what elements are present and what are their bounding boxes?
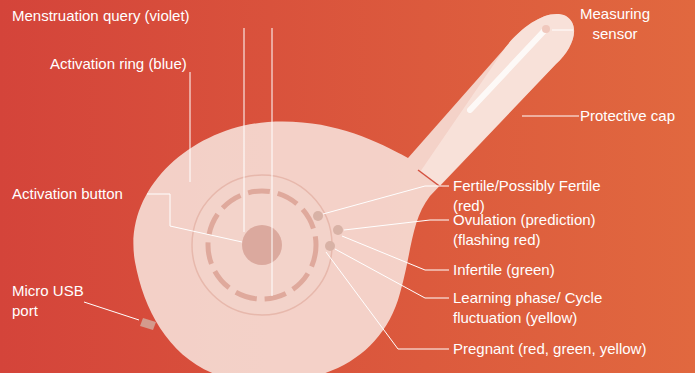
leader-line bbox=[190, 72, 191, 182]
callout-label-box: Activation button bbox=[12, 184, 152, 204]
callout-label-box: Protective cap bbox=[580, 106, 690, 126]
callout-label-box: Activation ring (blue) bbox=[50, 54, 250, 74]
cap-joint bbox=[418, 170, 442, 188]
callout-label-box: Micro USB port bbox=[12, 281, 97, 321]
callout-label-box: Ovulation (prediction) (flashing red) bbox=[453, 210, 633, 250]
leader-line bbox=[244, 28, 245, 232]
leader-line bbox=[342, 236, 449, 270]
callout-label: Learning phase/ Cycle fluctuation (yello… bbox=[453, 288, 618, 328]
callout-label-box: Pregnant (red, green, yellow) bbox=[453, 339, 688, 359]
leader-line bbox=[344, 220, 449, 230]
callout-label: Measuring sensor bbox=[573, 4, 657, 44]
leader-line bbox=[84, 302, 139, 320]
activation-button bbox=[242, 225, 282, 265]
callout-label-box: Learning phase/ Cycle fluctuation (yello… bbox=[453, 288, 618, 328]
callout-label: Ovulation (prediction) (flashing red) bbox=[453, 210, 633, 250]
callout-label: Infertile (green) bbox=[453, 260, 653, 280]
callout-label: Menstruation query (violet) bbox=[12, 6, 272, 26]
usb-port bbox=[140, 318, 156, 330]
leader-line bbox=[326, 252, 449, 349]
callout-label: Activation ring (blue) bbox=[50, 54, 250, 74]
led-fertile bbox=[313, 211, 323, 221]
led-ovulation bbox=[333, 225, 343, 235]
sensor-strip bbox=[470, 30, 545, 110]
callout-label: Protective cap bbox=[580, 106, 690, 126]
callout-label: Micro USB port bbox=[12, 281, 97, 321]
activation-ring bbox=[208, 191, 316, 299]
callout-label-box: Infertile (green) bbox=[453, 260, 653, 280]
leader-line bbox=[552, 30, 573, 31]
leader-line bbox=[147, 194, 242, 242]
callout-label-box: Menstruation query (violet) bbox=[12, 6, 272, 26]
leader-line bbox=[335, 249, 449, 298]
callout-label: Activation button bbox=[12, 184, 152, 204]
callout-label: Fertile/Possibly Fertile (red) bbox=[453, 176, 603, 216]
callout-label-box: Measuring sensor bbox=[573, 4, 657, 44]
led-learning bbox=[325, 241, 335, 251]
leader-line bbox=[272, 28, 273, 296]
leader-line bbox=[323, 186, 449, 214]
measuring-sensor bbox=[542, 25, 550, 33]
callout-label: Pregnant (red, green, yellow) bbox=[453, 339, 688, 359]
leader-line bbox=[522, 116, 579, 117]
protective-cap bbox=[420, 14, 574, 186]
callout-label-box: Fertile/Possibly Fertile (red) bbox=[453, 176, 603, 216]
button-housing bbox=[192, 175, 332, 315]
